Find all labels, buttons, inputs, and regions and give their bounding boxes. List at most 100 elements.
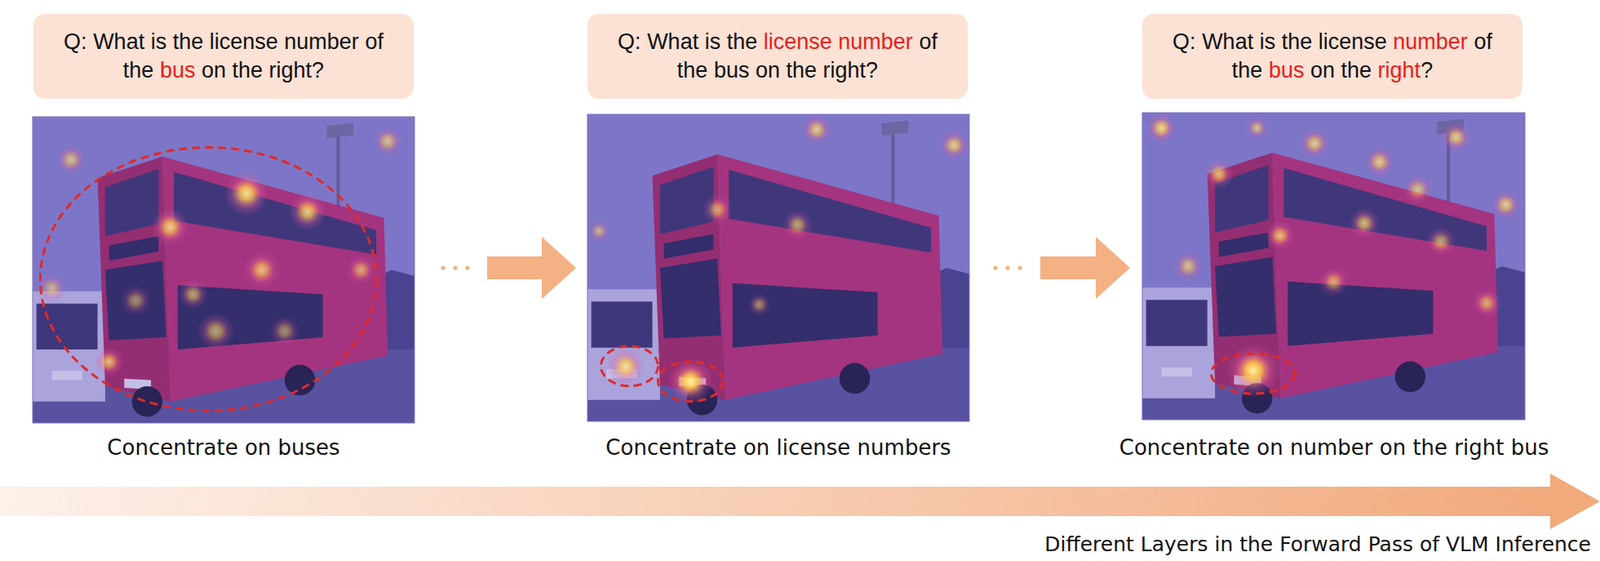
- question-word: is: [704, 29, 722, 54]
- question-word: of: [364, 29, 384, 54]
- ellipsis-dot: [1017, 265, 1022, 270]
- attention-spot: [1440, 121, 1472, 153]
- attention-spot: [93, 345, 125, 377]
- attention-spot: [1146, 112, 1178, 144]
- attention-spot: [1264, 220, 1296, 252]
- attention-spot: [196, 311, 235, 351]
- question-word: is: [1259, 29, 1277, 54]
- attention-spot: [269, 315, 300, 346]
- highlighted-word: bus: [159, 57, 196, 83]
- block-arrow: [487, 236, 577, 299]
- ellipsis-dot: [465, 265, 470, 270]
- question-text: Q: What is the license number of the bus…: [1155, 27, 1510, 85]
- highlighted-word: license: [763, 29, 833, 54]
- focus-ellipse: [600, 345, 658, 386]
- attention-spot: [223, 170, 270, 217]
- focus-ellipse: [658, 361, 724, 402]
- question-box: Q: What is the license number of the bus…: [33, 13, 414, 99]
- attention-spot: [1425, 226, 1457, 258]
- highlighted-word: right: [1378, 57, 1422, 83]
- question-word: the: [1341, 57, 1373, 83]
- question-word: What: [647, 29, 699, 54]
- question-word: bus: [713, 57, 750, 83]
- question-word: of: [1473, 29, 1493, 54]
- attention-spot: [120, 284, 151, 315]
- attention-spot: [1298, 128, 1330, 160]
- question-word: the: [1232, 57, 1264, 83]
- question-word: the: [232, 57, 264, 83]
- question-word: right?: [269, 57, 325, 83]
- attention-spot: [1348, 208, 1380, 240]
- highlighted-word: bus: [1268, 57, 1305, 83]
- question-word: right?: [823, 57, 879, 83]
- question-word: Q:: [63, 29, 88, 54]
- sky: [1142, 112, 1525, 420]
- highlighted-word: number: [1392, 29, 1468, 54]
- sky: [587, 114, 970, 422]
- attention-spot: [801, 114, 832, 145]
- question-text: Q: What is the license number of the bus…: [600, 27, 955, 85]
- question-word: the: [786, 57, 818, 83]
- question-word: What: [1201, 29, 1254, 54]
- attention-spot: [150, 208, 190, 247]
- highlighted-word: number: [837, 29, 914, 54]
- attention-overlay: [1142, 112, 1525, 420]
- attention-spot: [667, 358, 714, 404]
- question-word: license: [209, 29, 279, 54]
- attention-overlay: [32, 116, 415, 423]
- axis-label: Different Layers in the Forward Pass of …: [1044, 531, 1592, 556]
- attention-spot: [177, 279, 209, 310]
- question-word: the: [172, 29, 204, 54]
- photo-border: [32, 116, 415, 423]
- attention-spot: [1490, 189, 1522, 221]
- attention-spot: [242, 250, 281, 289]
- question-word: the: [677, 57, 709, 83]
- bus-photo: [32, 116, 415, 423]
- question-word: on: [1310, 57, 1335, 83]
- attention-spot: [345, 254, 377, 285]
- question-word: on: [201, 57, 227, 83]
- photo-border: [587, 114, 970, 422]
- attention-spot: [748, 292, 772, 316]
- focus-ellipse: [1210, 353, 1295, 394]
- attention-spot: [1245, 116, 1269, 140]
- question-word: ?: [1420, 57, 1433, 83]
- attention-spot: [782, 209, 813, 240]
- photo-border: [1142, 112, 1525, 420]
- attention-spot: [55, 144, 86, 175]
- caption-text: Concentrate on license numbers: [605, 434, 951, 460]
- bus-photo: [1142, 112, 1525, 420]
- attention-spot: [587, 219, 611, 243]
- focus-ellipse: [39, 147, 377, 412]
- question-word: license: [1318, 29, 1388, 54]
- attention-spot: [1364, 146, 1396, 178]
- attention-spot: [1471, 287, 1503, 319]
- block-arrow: [1040, 236, 1131, 299]
- question-word: on: [755, 57, 781, 83]
- ellipsis-dot: [452, 265, 457, 270]
- attention-spot: [1226, 343, 1281, 398]
- question-word: the: [726, 29, 758, 54]
- attention-spot: [1318, 265, 1350, 297]
- attention-spot: [1173, 250, 1205, 282]
- question-text: Q: What is the license number of the bus…: [46, 27, 401, 85]
- ellipsis-dot: [992, 265, 998, 270]
- bus-photo: [587, 114, 970, 422]
- attention-spot: [288, 192, 328, 231]
- question-word: Q:: [617, 29, 642, 54]
- question-word: is: [150, 29, 168, 54]
- question-word: Q:: [1172, 29, 1197, 54]
- caption-text: Concentrate on number on the right bus: [1119, 434, 1549, 460]
- question-word: the: [123, 57, 155, 83]
- question-word: of: [918, 29, 938, 54]
- question-word: the: [1281, 29, 1313, 54]
- attention-overlay: [587, 114, 970, 422]
- attention-spot: [1203, 158, 1235, 190]
- ellipsis-dot: [440, 265, 445, 270]
- attention-spot: [939, 129, 970, 160]
- sky: [32, 116, 415, 423]
- caption-text: Concentrate on buses: [106, 434, 340, 460]
- question-box: Q: What is the license number of the bus…: [587, 13, 968, 99]
- question-box: Q: What is the license number of the bus…: [1142, 13, 1523, 99]
